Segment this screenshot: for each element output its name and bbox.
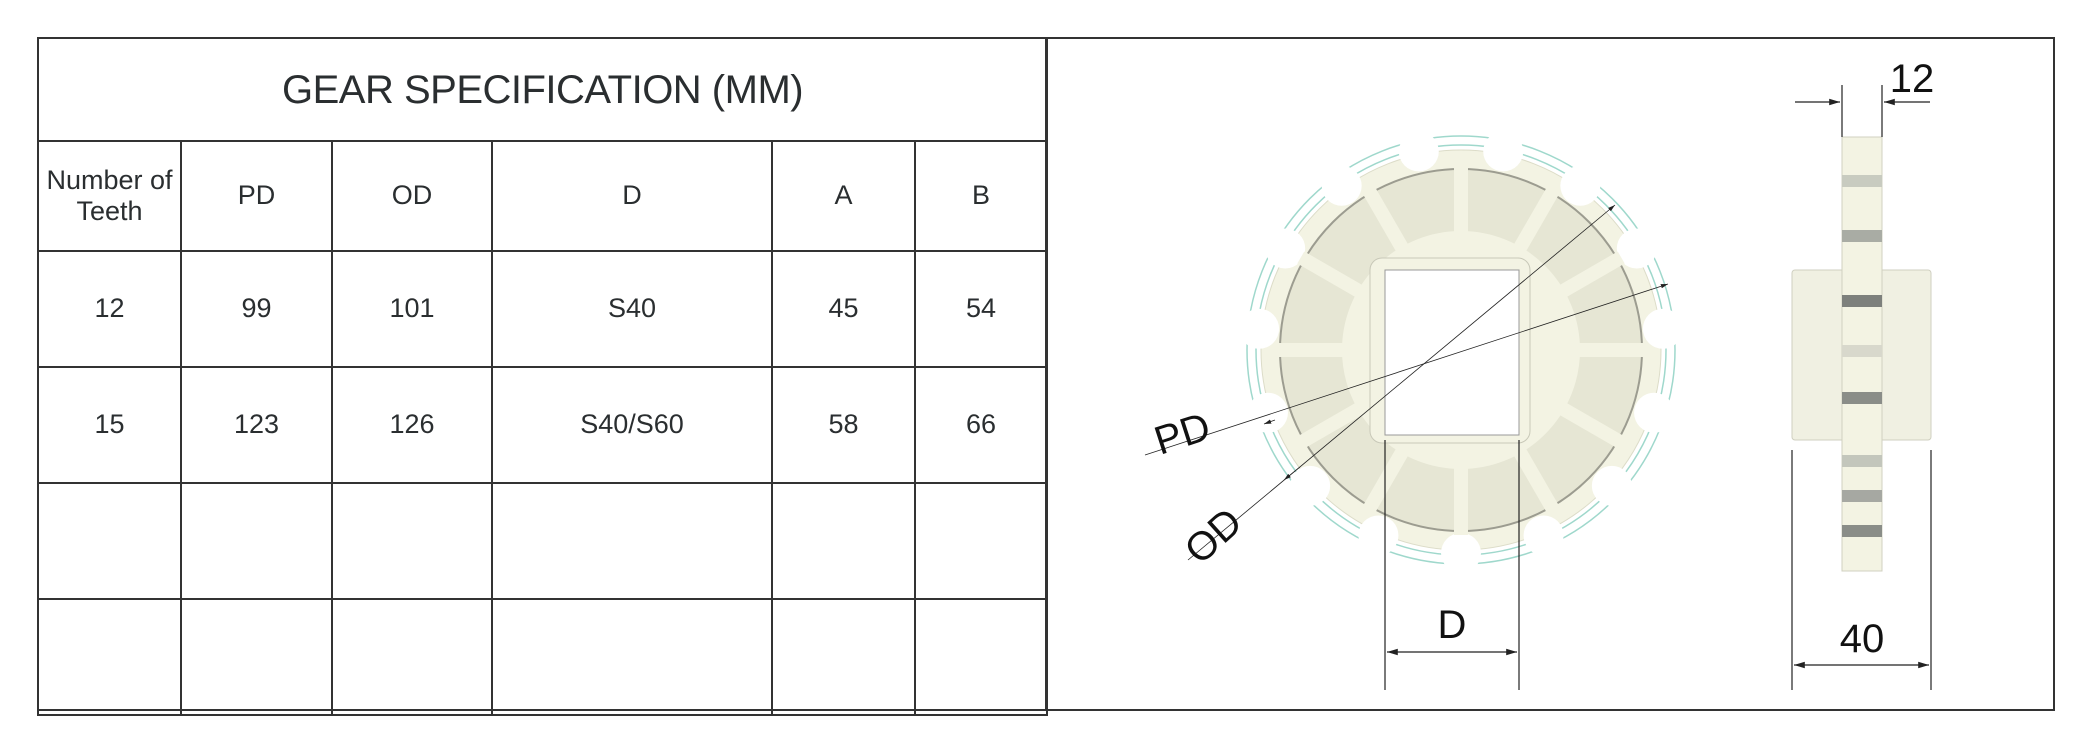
spoke	[1362, 433, 1418, 514]
spoke	[1362, 186, 1418, 267]
cell	[913, 482, 1049, 600]
table-title: GEAR SPECIFICATION (MM)	[36, 37, 1049, 142]
tooth-gap	[1441, 533, 1481, 573]
cell: 12	[37, 250, 182, 368]
spoke	[1504, 433, 1560, 514]
cell	[37, 482, 182, 600]
tooth-gap	[1560, 165, 1601, 206]
spoke	[1544, 393, 1625, 449]
spoke	[1504, 186, 1560, 267]
cell: 45	[771, 250, 916, 368]
tooth-gap	[1634, 392, 1675, 433]
table-row: 12 99 101 S40 45 54	[37, 250, 1049, 368]
tooth-gap	[1321, 165, 1362, 206]
tooth-gap	[1642, 308, 1683, 349]
header-teeth: Number of Teeth	[37, 140, 182, 252]
spoke	[1297, 251, 1378, 307]
header-d: D	[491, 140, 773, 252]
cell	[771, 598, 916, 716]
gear-spec-table: GEAR SPECIFICATION (MM) Number of Teeth …	[36, 37, 1049, 716]
tooth-shading	[1842, 392, 1882, 404]
table-row-empty	[37, 598, 1049, 716]
header-row: Number of Teeth PD OD D A B	[37, 140, 1049, 252]
cell: 99	[180, 250, 333, 368]
cell	[331, 598, 493, 716]
cell: 101	[331, 250, 493, 368]
header-b: B	[913, 140, 1049, 252]
header-a: A	[771, 140, 916, 252]
header-pd: PD	[180, 140, 333, 252]
tooth-gap	[1358, 515, 1399, 556]
cell	[180, 598, 333, 716]
tooth-shading	[1842, 455, 1882, 467]
side-view	[1791, 136, 1932, 572]
cell	[37, 598, 182, 716]
cell: S40	[491, 250, 773, 368]
tooth-gap	[1290, 465, 1331, 506]
tooth-shading	[1842, 525, 1882, 537]
tooth-gap	[1398, 131, 1439, 172]
cell: 58	[771, 366, 916, 484]
od-label: OD	[1177, 500, 1251, 573]
cell	[331, 482, 493, 600]
cell	[491, 482, 773, 600]
cell: 126	[331, 366, 493, 484]
gear-front-view	[1239, 131, 1683, 573]
tooth-gap	[1616, 228, 1657, 269]
tooth-shading	[1842, 175, 1882, 187]
tooth-gap	[1591, 465, 1632, 506]
tooth-shading	[1842, 345, 1882, 357]
spoke	[1297, 393, 1378, 449]
tooth-gap	[1247, 392, 1288, 433]
tooth-shading	[1842, 295, 1882, 307]
cell: S40/S60	[491, 366, 773, 484]
tooth-width-label: 12	[1890, 57, 1935, 101]
pd-label: PD	[1149, 405, 1215, 464]
table-row: 15 123 126 S40/S60 58 66	[37, 366, 1049, 484]
square-bore	[1384, 269, 1520, 436]
d-label: D	[1438, 603, 1467, 647]
cell	[771, 482, 916, 600]
tooth-shading	[1842, 490, 1882, 502]
cell	[491, 598, 773, 716]
cell: 54	[913, 250, 1049, 368]
cell: 66	[913, 366, 1049, 484]
header-od: OD	[331, 140, 493, 252]
tooth-gap	[1483, 131, 1524, 172]
cell	[913, 598, 1049, 716]
tooth-gap	[1523, 515, 1564, 556]
tooth-shading	[1842, 230, 1882, 242]
dimension-lines	[1144, 85, 1932, 690]
tooth-gap	[1265, 228, 1306, 269]
cell: 15	[37, 366, 182, 484]
panel-divider	[1045, 37, 1047, 711]
table-row-empty	[37, 482, 1049, 600]
spoke	[1544, 251, 1625, 307]
tooth-gap	[1239, 308, 1280, 349]
cell: 123	[180, 366, 333, 484]
width-label: 40	[1840, 617, 1885, 661]
cell	[180, 482, 333, 600]
